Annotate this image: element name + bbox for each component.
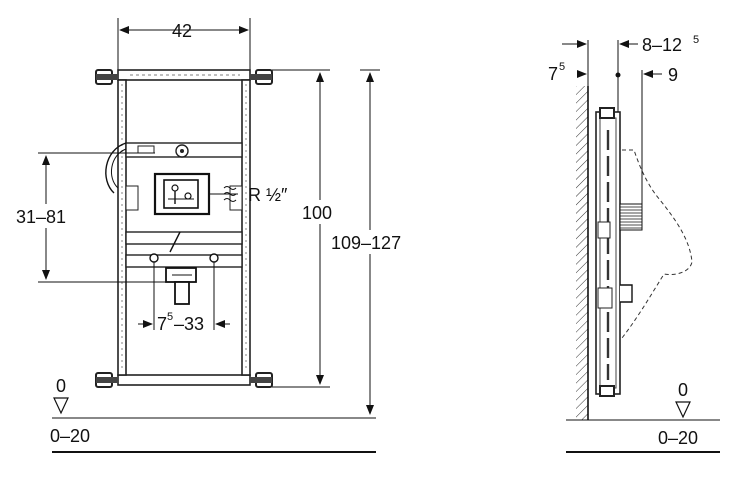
wall-offset-dimension: 7 5 xyxy=(548,61,587,84)
floor-level-side: 0 0–20 xyxy=(566,380,720,453)
front-view: 42 xyxy=(14,18,410,453)
wall-hatch xyxy=(576,86,588,420)
side-view: 8–12 5 7 5 9 0 0–20 xyxy=(548,34,720,453)
installation-frame xyxy=(95,69,273,388)
outlet-spacing-main: 7 xyxy=(157,314,167,334)
width-dimension: 42 xyxy=(117,18,251,70)
height-dimension: 100 xyxy=(272,69,340,388)
mount-height-label: 31–81 xyxy=(16,207,66,227)
outlet-spacing-dimension: 7 5 –33 xyxy=(138,262,230,334)
offset-9-label: 9 xyxy=(668,65,678,85)
urinal-outline xyxy=(621,149,693,339)
total-height-dimension: 109–127 xyxy=(330,69,410,415)
floor-level-front: 0 0–20 xyxy=(50,376,376,453)
floor-range-side: 0–20 xyxy=(658,428,698,448)
pipe-label: R ½″ xyxy=(248,185,288,205)
offset-9-dimension: 9 xyxy=(643,65,678,85)
depth-dimension: 8–12 5 xyxy=(562,34,699,55)
wall-offset-sup: 5 xyxy=(559,61,565,73)
outlet-spacing-sup: 5 xyxy=(167,311,173,323)
height-label: 100 xyxy=(302,203,332,223)
floor-zero-side: 0 xyxy=(678,380,688,400)
floor-zero-front: 0 xyxy=(56,376,66,396)
outlet-spacing-rest: –33 xyxy=(174,314,204,334)
depth-label-sup: 5 xyxy=(693,34,699,46)
total-height-label: 109–127 xyxy=(331,233,401,253)
floor-range-front: 0–20 xyxy=(50,426,90,446)
supply-pipe xyxy=(619,203,643,231)
depth-label-main: 8–12 xyxy=(642,35,682,55)
wall-offset-main: 7 xyxy=(548,64,558,84)
pipe-callout: R ½″ xyxy=(209,185,288,205)
mount-height-dimension: 31–81 xyxy=(14,152,166,283)
width-label: 42 xyxy=(172,21,192,41)
side-frame xyxy=(595,107,633,397)
